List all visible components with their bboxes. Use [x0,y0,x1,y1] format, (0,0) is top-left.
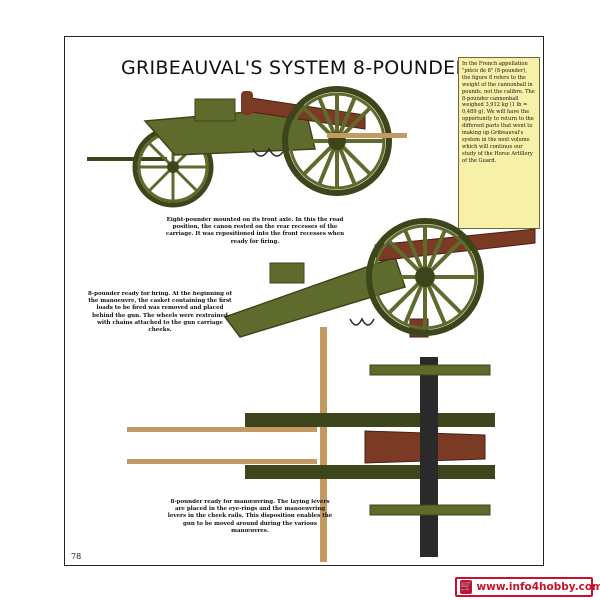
wheel-axle-top-view [420,357,438,557]
caption-firing: 8-pounder ready for firing. At the begin… [88,291,232,334]
bottom-wheel-profile [369,504,491,516]
caption-limbered: Eight-pounder mounted on its front axle.… [165,217,345,245]
firing-gun-illustration [223,218,536,338]
firing-chain [349,317,375,326]
barrel-breech [241,91,253,115]
laying-lever [320,327,327,562]
page-title: GRIBEAUVAL'S SYSTEM 8-POUNDER [121,57,469,79]
limber-pole [87,157,167,161]
manoeuvring-lever-top [127,427,317,432]
top-wheel-profile [369,364,491,376]
manoeuvring-lever-bottom [127,459,317,464]
main-wheel [282,86,392,196]
info-note: In the French appellation "pièce de 8" (… [458,57,540,229]
site-watermark: 🛒 www.info4hobby.com [455,577,600,597]
book-page: GRIBEAUVAL'S SYSTEM 8-POUNDER In the Fre… [64,36,544,566]
manoeuvring-gun-illustration [127,327,495,562]
firing-casket [269,262,305,284]
page-number: 78 [71,552,82,561]
cheek-rail-bottom [245,465,495,479]
firing-trail [223,256,406,338]
ammo-casket [194,98,236,122]
watermark-text: www.info4hobby.com [476,581,600,593]
axle-rail [327,133,407,138]
wheel-chain [252,147,286,157]
cheek-rail-top [245,413,495,427]
firing-wheel [366,218,484,336]
cart-icon: 🛒 [460,580,473,594]
limbered-gun-illustration [87,86,407,208]
caption-manoeuvring: 8-pounder ready for manœuvring. The layi… [167,499,333,534]
cannon-illustrations [87,86,536,562]
